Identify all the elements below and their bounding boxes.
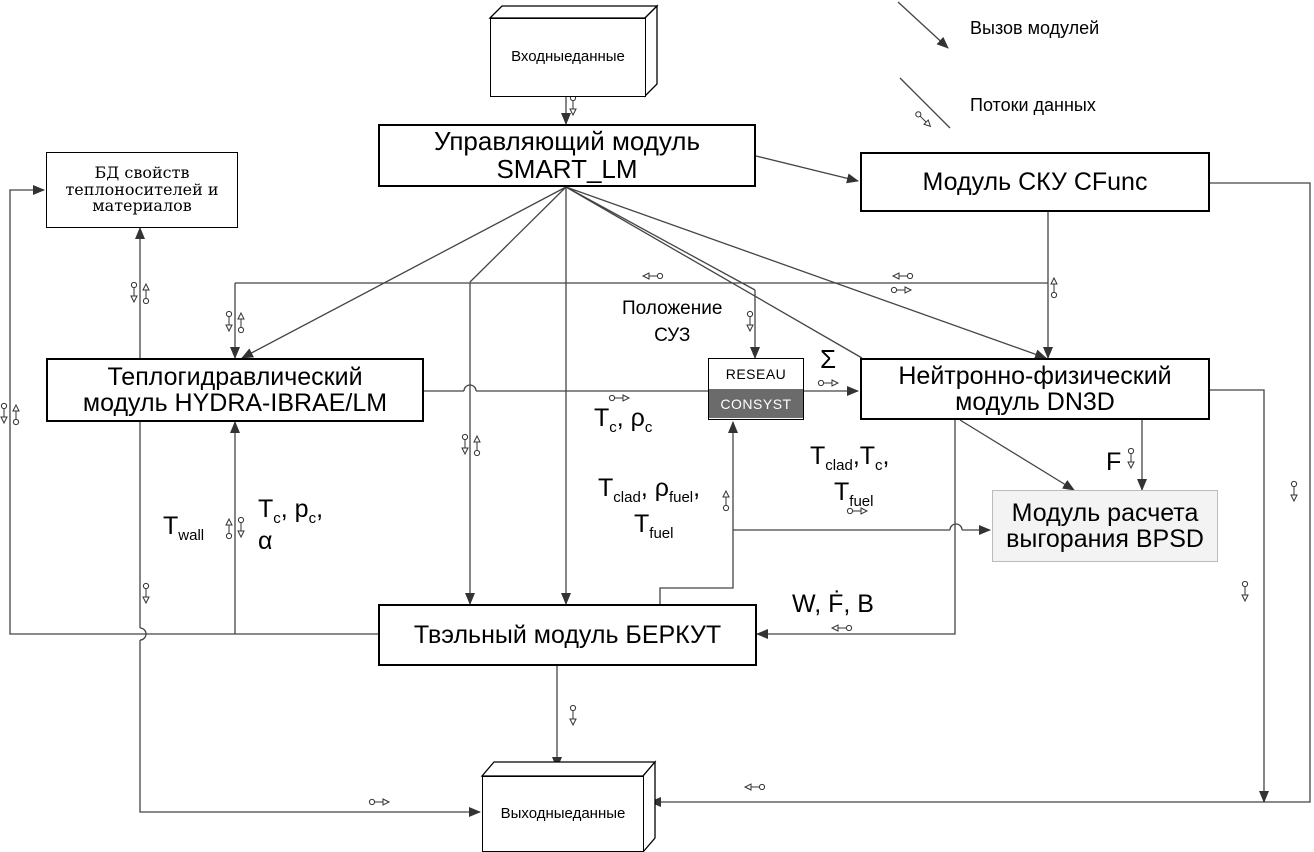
input-data-line1: Входные [511, 48, 573, 66]
bpsd-module-line2: выгорания BPSD [1006, 525, 1204, 553]
trf-t-sub: clad [613, 489, 641, 506]
properties-db-line3: материалов [92, 196, 192, 216]
trf-t2: T [634, 509, 650, 538]
berkut-module-box: Твэльный модуль БЕРКУТ [378, 604, 757, 666]
ttc-t2: T [834, 478, 850, 507]
tclad-rhofuel-label: Tclad, ρfuel,Tfuel [598, 472, 700, 543]
twall-label: Twall [163, 512, 204, 544]
reseau-consyst-block: RESEAU CONSYST [708, 358, 804, 420]
ttc-comma: , [882, 442, 890, 470]
ttc-t-sub: clad [825, 457, 853, 474]
cfunc-module-box: Модуль СКУ CFunc [860, 152, 1210, 212]
sigma-label: Σ [820, 344, 837, 374]
tcpa-t-sub: c [273, 510, 281, 527]
ttc-tc-sub: c [875, 457, 883, 474]
trf-t: T [598, 474, 614, 502]
bpsd-module-line1: Модуль расчета [1011, 498, 1199, 527]
consyst-label: CONSYST [709, 389, 803, 418]
cfunc-module-label: Модуль СКУ CFunc [922, 167, 1148, 196]
ttc-t2-sub: fuel [849, 493, 874, 511]
ttc-sep: ,T [852, 442, 876, 470]
legend-flows-label: Потоки данных [970, 95, 1096, 115]
trf-comma: , [693, 474, 701, 502]
legend-calls-label: Вызов модулей [970, 18, 1100, 38]
tcpa-t: T [258, 495, 274, 523]
f-label: F [1106, 448, 1122, 476]
tc-pc-alpha-label: Tc, pc, α [258, 495, 324, 555]
twall-sub: wall [178, 527, 205, 544]
tc-rho-t-sub: c [609, 419, 617, 436]
trf-rho-sub: fuel [668, 489, 694, 506]
control-module-line2: SMART_LM [496, 153, 638, 184]
wfb-label: W, Ḟ, B [792, 590, 874, 618]
tc-rho-sep: , ρ [616, 404, 645, 432]
tc-rho-t: T [594, 404, 610, 432]
tc-rho-label: Tc, ρc [594, 404, 652, 436]
output-data-line1: Выходные [500, 804, 573, 822]
ttc-t: T [810, 442, 826, 470]
output-data-block: Выходныеданные [482, 776, 644, 852]
tcpa-sep: , p [280, 495, 309, 523]
tcpa-comma: , [316, 495, 324, 523]
tc-rho-rho-sub: c [644, 419, 653, 436]
properties-db-line2: теплоносителей и [65, 179, 219, 199]
output-data-line2: данные [572, 804, 626, 822]
properties-db-line1: БД свойств [94, 162, 190, 182]
dn3d-module-line1: Нейтронно-физический [898, 361, 1172, 390]
suz-position-line2: СУЗ [654, 324, 691, 346]
hydra-module-line2: модуль HYDRA-IBRAE/LM [82, 389, 388, 417]
suz-position-line1: Положение [622, 298, 723, 319]
trf-t2-sub: fuel [649, 524, 674, 542]
tcpa-alpha: α [258, 526, 273, 555]
input-data-line2: данные [572, 48, 625, 66]
hydra-module-line1: Теплогидравлический [107, 362, 363, 391]
tcpa-p-sub: c [308, 510, 317, 527]
cube-sides [480, 4, 659, 852]
dn3d-module-line2: модуль DN3D [955, 388, 1115, 416]
tclad-tc-label: Tclad,Tc,Tfuel [810, 440, 889, 513]
input-data-block: Входныеданные [490, 18, 646, 97]
reseau-label: RESEAU [709, 359, 803, 389]
suz-position-label: Положение СУЗ [622, 296, 722, 349]
berkut-module-label: Твэльный модуль БЕРКУТ [413, 620, 722, 649]
trf-sep: , ρ [640, 474, 669, 502]
control-module-line1: Управляющий модуль [433, 126, 701, 157]
twall-t: T [163, 512, 179, 540]
